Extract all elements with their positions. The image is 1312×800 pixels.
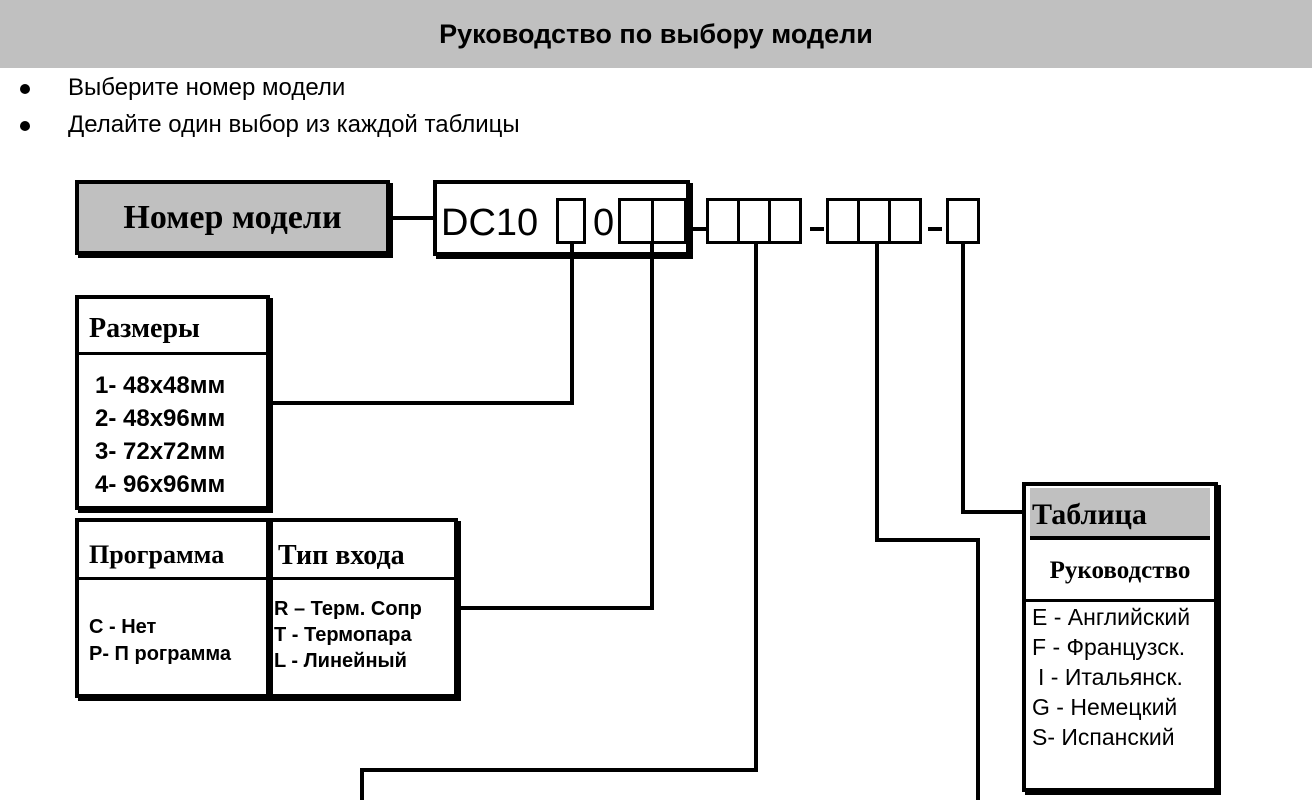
size-option: 1- 48x48мм — [95, 372, 226, 399]
bullet-icon — [20, 121, 30, 131]
code-slot[interactable] — [706, 198, 740, 244]
language-list: E - Английский F - Французск. I - Италья… — [1032, 602, 1190, 752]
size-option: 2- 48x96мм — [95, 405, 226, 432]
program-title: Программа — [79, 522, 266, 580]
language-option: E - Английский — [1032, 604, 1191, 630]
input-option: L - Линейный — [274, 650, 407, 672]
code-slot-program[interactable] — [618, 198, 654, 244]
input-option: T - Термопара — [274, 624, 412, 646]
code-slot-manual[interactable] — [946, 198, 980, 244]
code-slot-size[interactable] — [556, 198, 586, 244]
page-title: Руководство по выбору модели — [0, 0, 1312, 68]
language-option: G - Немецкий — [1032, 694, 1178, 720]
input-option: R – Терм. Сопр — [274, 598, 422, 620]
model-middle: 0 — [593, 202, 615, 244]
language-option: S- Испанский — [1032, 724, 1175, 750]
code-slot[interactable] — [826, 198, 860, 244]
language-option: F - Французск. — [1032, 634, 1186, 660]
program-option: P- П рограмма — [89, 643, 232, 665]
model-prefix: DC10 — [441, 202, 539, 244]
sizes-table: Размеры 1- 48x48мм 2- 48x96мм 3- 72x72мм… — [75, 295, 270, 510]
manual-subtitle: Руководство — [1026, 542, 1214, 602]
code-slot[interactable] — [888, 198, 922, 244]
manual-table: Таблица Руководство E - Английский F - Ф… — [1022, 482, 1218, 792]
model-code-box: DC10 0 — [433, 180, 690, 256]
code-slot[interactable] — [768, 198, 802, 244]
bullet-icon — [20, 84, 30, 94]
sizes-list: 1- 48x48мм 2- 48x96мм 3- 72x72мм 4- 96x9… — [95, 369, 225, 501]
code-slot-input[interactable] — [651, 198, 687, 244]
size-option: 3- 72x72мм — [95, 438, 226, 465]
sizes-title: Размеры — [79, 299, 266, 355]
program-option: C - Нет — [89, 616, 157, 638]
code-slot[interactable] — [737, 198, 771, 244]
manual-table-title: Таблица — [1030, 488, 1210, 540]
program-list: C - Нет P- П рограмма — [89, 614, 231, 668]
model-number-label: Номер модели — [75, 180, 390, 255]
input-type-table: Тип входа R – Терм. Сопр T - Термопара L… — [266, 518, 458, 698]
input-type-title: Тип входа — [270, 522, 454, 580]
input-type-list: R – Терм. Сопр T - Термопара L - Линейны… — [274, 596, 422, 674]
program-table: Программа C - Нет P- П рограмма — [75, 518, 270, 698]
code-slot[interactable] — [857, 198, 891, 244]
language-option: I - Итальянск. — [1038, 664, 1183, 690]
size-option: 4- 96x96мм — [95, 471, 226, 498]
